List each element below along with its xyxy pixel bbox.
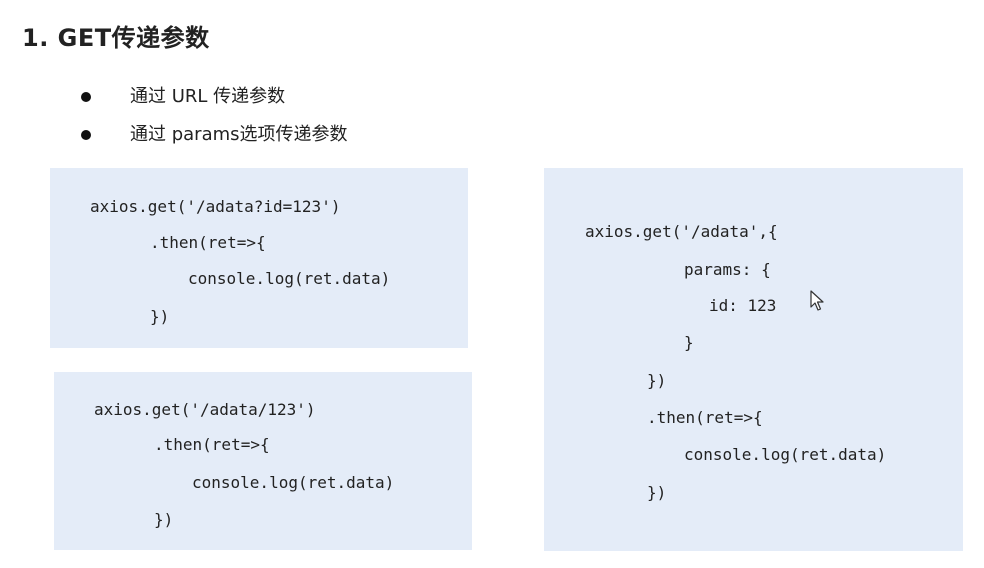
code-line: console.log(ret.data) [684,445,887,464]
code-line: } [684,333,694,352]
code-line: }) [154,510,174,529]
bullet-text: 通过 URL 传递参数 [130,86,286,107]
bullet-item-url: 通过 URL 传递参数 [76,78,348,116]
code-line: }) [647,483,667,502]
code-line: .then(ret=>{ [154,435,270,454]
code-line: params: { [684,260,771,279]
code-block-params-option: axios.get('/adata',{ params: { id: 123 }… [544,168,963,551]
bullet-dot-icon [81,130,91,140]
code-block-restful: axios.get('/adata/123') .then(ret=>{ con… [54,372,472,550]
code-block-query-string: axios.get('/adata?id=123') .then(ret=>{ … [50,168,468,348]
code-line: id: 123 [709,296,777,315]
code-line: }) [150,307,170,326]
bullet-dot-icon [81,92,91,102]
code-line: }) [647,371,667,390]
code-line: .then(ret=>{ [647,408,763,427]
mouse-pointer-icon [810,290,824,311]
code-line: console.log(ret.data) [188,269,391,288]
slide-title: 1. GET传递参数 [22,24,210,52]
code-line: .then(ret=>{ [150,233,266,252]
bullet-list: 通过 URL 传递参数 通过 params选项传递参数 [76,78,348,154]
bullet-text: 通过 params选项传递参数 [130,124,348,145]
code-line: axios.get('/adata',{ [585,222,778,241]
code-line: axios.get('/adata?id=123') [90,197,341,216]
bullet-item-params: 通过 params选项传递参数 [76,116,348,154]
code-line: axios.get('/adata/123') [94,400,316,419]
code-line: console.log(ret.data) [192,473,395,492]
